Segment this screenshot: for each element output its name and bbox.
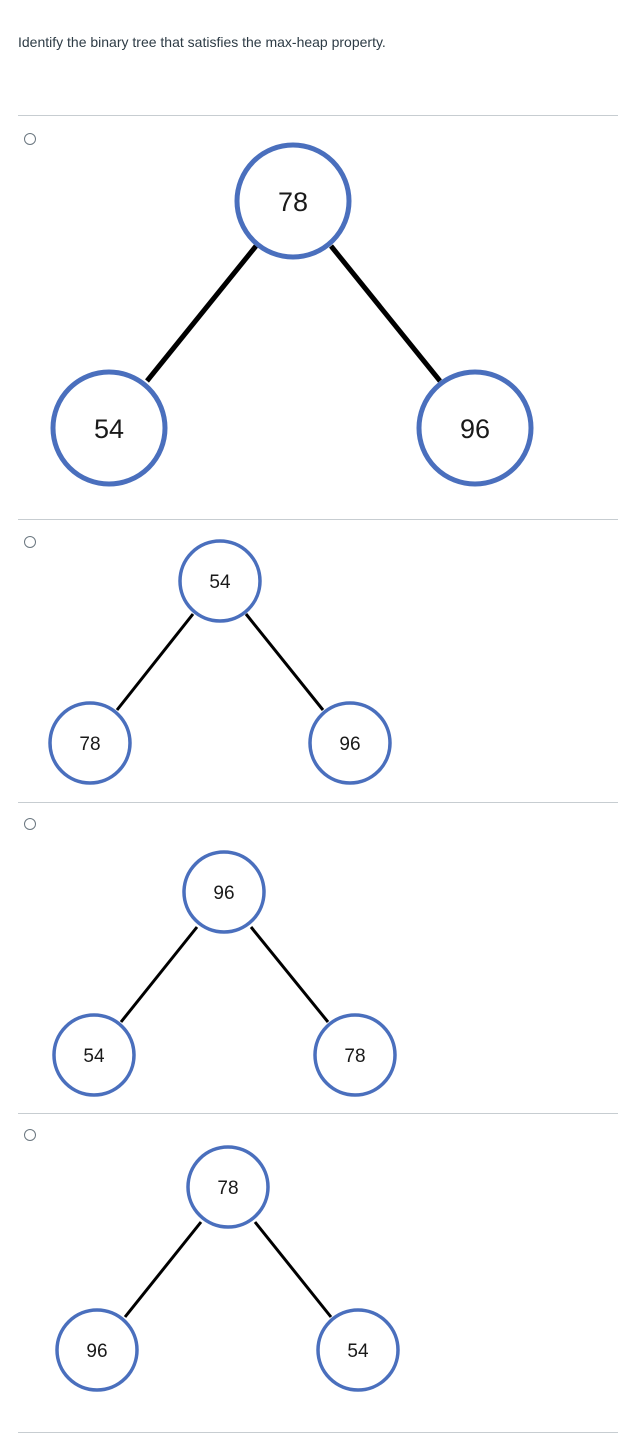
- tree-edge-right: [244, 613, 325, 711]
- tree-node-root: 78: [186, 1145, 270, 1229]
- divider: [18, 519, 618, 520]
- tree-node-right: 96: [416, 369, 534, 487]
- divider: [18, 1432, 618, 1433]
- tree-node-left: 54: [52, 1013, 136, 1097]
- node-value-left: 96: [86, 1341, 107, 1362]
- tree-edge-right: [329, 244, 442, 383]
- node-value-root: 78: [217, 1178, 238, 1199]
- question-text: Identify the binary tree that satisfies …: [18, 34, 386, 50]
- tree-edge-right: [253, 1221, 333, 1318]
- node-value-right: 54: [347, 1341, 369, 1362]
- binary-tree-diagram: 78 96 54: [55, 1145, 400, 1392]
- binary-tree-diagram: 54 78 96: [48, 539, 392, 785]
- radio-button-icon[interactable]: [24, 1129, 36, 1141]
- tree-edge-left: [119, 926, 199, 1023]
- tree-node-left: 78: [48, 701, 132, 785]
- divider: [18, 1113, 618, 1114]
- radio-button-icon[interactable]: [24, 536, 36, 548]
- answer-option-a[interactable]: 78 54 96: [0, 115, 618, 519]
- node-value-root: 78: [278, 187, 308, 217]
- node-value-left: 54: [83, 1046, 105, 1067]
- tree-edge-left: [115, 613, 195, 711]
- answer-option-b[interactable]: 54 78 96: [0, 519, 618, 802]
- node-value-root: 96: [213, 883, 234, 904]
- tree-node-root: 78: [234, 142, 352, 260]
- radio-button-icon[interactable]: [24, 818, 36, 830]
- tree-edge-left: [145, 244, 258, 383]
- node-value-left: 78: [79, 734, 100, 755]
- tree-node-left: 96: [55, 1308, 139, 1392]
- tree-node-right: 78: [313, 1013, 397, 1097]
- radio-button-icon[interactable]: [24, 133, 36, 145]
- node-value-right: 96: [460, 414, 490, 444]
- answer-option-c[interactable]: 96 54 78: [0, 802, 618, 1113]
- divider: [18, 802, 618, 803]
- tree-edge-right: [249, 926, 330, 1023]
- tree-node-left: 54: [50, 369, 168, 487]
- tree-node-root: 54: [178, 539, 262, 623]
- node-value-right: 96: [339, 734, 360, 755]
- answer-option-d[interactable]: 78 96 54: [0, 1113, 618, 1432]
- divider: [18, 115, 618, 116]
- binary-tree-diagram: 96 54 78: [52, 850, 397, 1097]
- tree-node-right: 54: [316, 1308, 400, 1392]
- tree-edge-left: [123, 1221, 203, 1318]
- tree-node-root: 96: [182, 850, 266, 934]
- node-value-right: 78: [344, 1046, 365, 1067]
- node-value-root: 54: [209, 572, 231, 593]
- tree-node-right: 96: [308, 701, 392, 785]
- node-value-left: 54: [94, 414, 124, 444]
- binary-tree-diagram: 78 54 96: [50, 142, 534, 487]
